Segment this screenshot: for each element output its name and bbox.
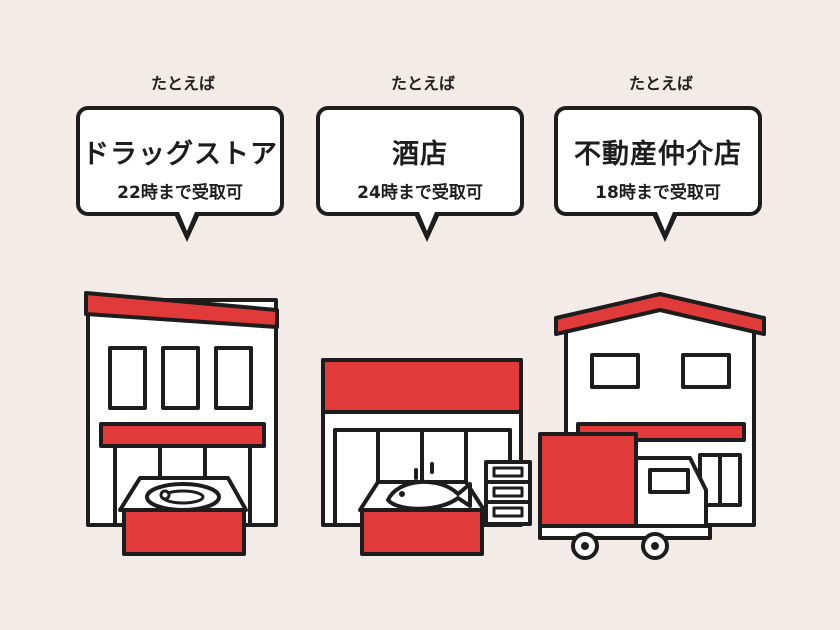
store-name: 不動産仲介店: [574, 139, 742, 170]
crate-stack-icon: [484, 460, 532, 526]
example-label: たとえば: [150, 74, 215, 93]
example-real-estate: たとえば 不動産仲介店 18時まで受取可: [551, 0, 771, 630]
example-label: たとえば: [390, 74, 455, 93]
pickup-hours: 18時まで受取可: [595, 183, 721, 203]
speech-bubble: ドラッグストア 22時まで受取可: [76, 106, 284, 242]
example-label: たとえば: [628, 74, 693, 93]
fish-box-icon: [358, 462, 486, 556]
bubble-tail: [174, 212, 200, 242]
speech-bubble: 酒店 24時まで受取可: [316, 106, 524, 242]
delivery-truck-icon: [538, 432, 712, 560]
example-liquor-store: たとえば 酒店 24時まで受取可: [313, 0, 533, 630]
store-name: 酒店: [392, 139, 448, 170]
meat-box-icon: [118, 476, 248, 556]
speech-bubble: 不動産仲介店 18時まで受取可: [554, 106, 762, 242]
store-name: ドラッグストア: [82, 139, 278, 170]
example-drugstore: たとえば ドラッグストア 22時まで受取可: [73, 0, 293, 630]
pickup-hours: 24時まで受取可: [357, 183, 483, 203]
bubble-tail: [414, 212, 440, 242]
bubble-tail: [652, 212, 678, 242]
pickup-hours: 22時まで受取可: [117, 183, 243, 203]
